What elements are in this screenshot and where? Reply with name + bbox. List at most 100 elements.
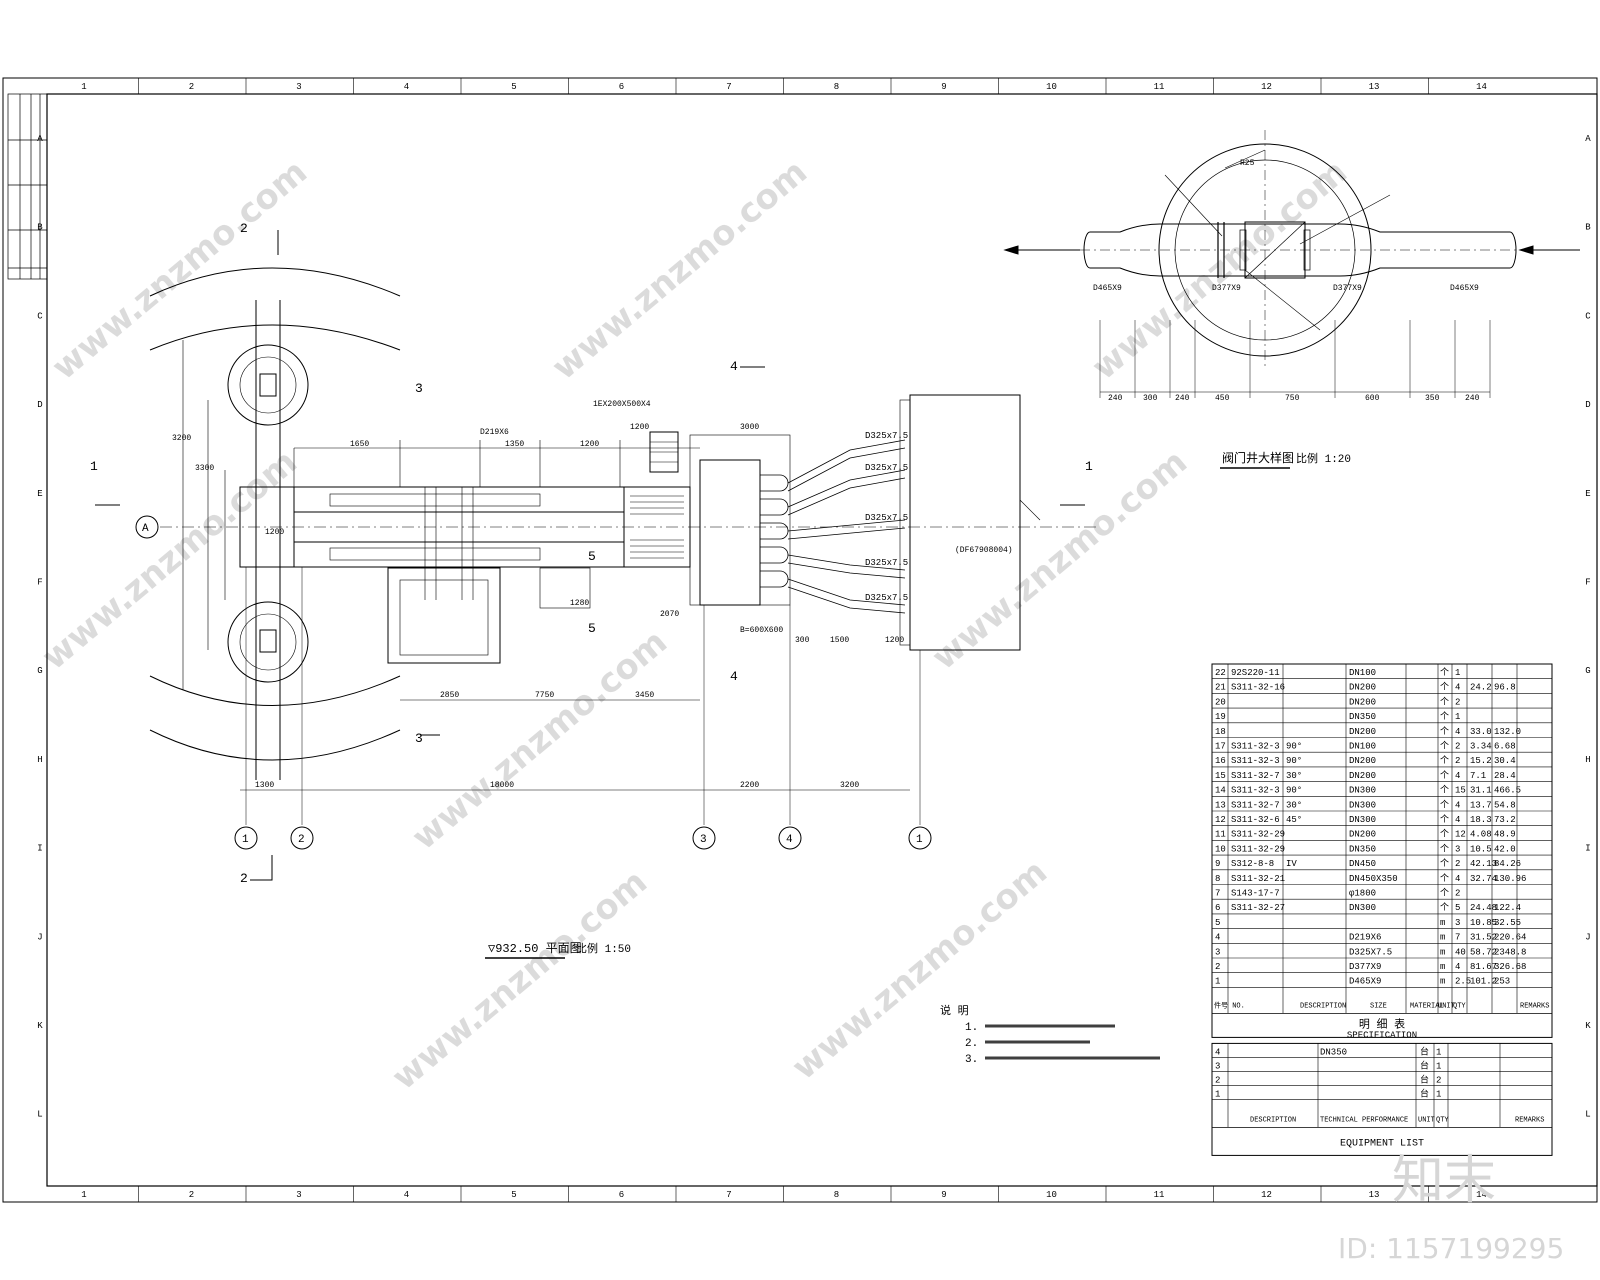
grid-row-label-left: D [37,400,42,410]
spec-cell: DN300 [1349,815,1376,825]
grid-col-label-bottom: 14 [1476,1190,1487,1200]
section-mark-3-top: 3 [415,381,423,396]
spec-cell: 40 [1455,947,1466,957]
spec-cell: DN450 [1349,859,1376,869]
section-mark-2-bottom: 2 [240,871,248,886]
grid-row-label-right: C [1585,311,1591,321]
spec-cell: 4 [1455,874,1460,884]
pipe-label-4: D325x7.5 [865,558,908,568]
spec-header-cell: MATERIAL [1410,1002,1444,1010]
spec-cell: 122.4 [1494,903,1521,913]
detail-pipe-label-3: D377X9 [1333,284,1362,293]
spec-cell: 101.2 [1470,977,1497,987]
grid-col-label-top: 6 [619,82,624,92]
spec-header-cell: SIZE [1370,1002,1387,1010]
spec-cell: 6 [1215,903,1220,913]
spec-cell: 220.64 [1494,933,1526,943]
spec-cell: 4 [1215,933,1220,943]
equip-cell: 台 [1420,1059,1429,1071]
spec-cell: D325X7.5 [1349,947,1392,957]
spec-cell: m [1440,933,1445,943]
spec-cell: 11 [1215,830,1226,840]
grid-col-label-top: 4 [404,82,409,92]
spec-cell: 48.9 [1494,830,1516,840]
spec-cell: 2 [1455,889,1460,899]
grid-row-label-right: B [1585,223,1591,233]
grid-row-label-left: F [37,578,42,588]
spec-cell: 132.0 [1494,727,1521,737]
spec-cell: 28.4 [1494,771,1516,781]
spec-cell: 54.8 [1494,800,1516,810]
spec-cell: S311-32-6 [1231,815,1280,825]
spec-cell: DN350 [1349,712,1376,722]
equip-header-cell: UNIT [1418,1116,1435,1124]
axis-a-label: A [142,523,149,535]
spec-cell: 2348.8 [1494,947,1526,957]
spec-cell: D465X9 [1349,977,1381,987]
section-mark-2-top: 2 [240,221,248,236]
spec-cell: 15 [1455,786,1466,796]
equip-header-cell: REMARKS [1515,1116,1544,1124]
grid-col-label-top: 3 [296,82,301,92]
dim-1200b: 1200 [630,423,649,432]
spec-cell: DN200 [1349,756,1376,766]
axis-label-3: 3 [700,834,707,846]
spec-cell: m [1440,947,1445,957]
grid-row-label-left: J [37,932,42,942]
equip-cell: 1 [1436,1089,1441,1099]
spec-cell: 3 [1215,947,1220,957]
equip-cell: 台 [1420,1073,1429,1085]
detail-pipe-label-2: D377X9 [1212,284,1241,293]
spec-cell: D377X9 [1349,962,1381,972]
spec-cell: 4 [1455,683,1460,693]
grid-col-label-top: 7 [726,82,731,92]
section-mark-5-top: 5 [588,549,596,564]
spec-cell: D219X6 [1349,933,1381,943]
grid-col-label-bottom: 1 [81,1190,86,1200]
spec-cell: 31.1 [1470,786,1492,796]
spec-cell: 18 [1215,727,1226,737]
dim-1280: 1280 [570,599,589,608]
revision-strip [7,93,48,280]
spec-cell: φ1800 [1349,889,1376,899]
grid-col-label-top: 8 [834,82,839,92]
spec-cell: 个 [1440,873,1449,884]
grid-col-label-top: 1 [81,82,86,92]
grid-row-label-right: K [1585,1021,1591,1031]
grid-row-label-left: I [37,844,42,854]
brand-logo: 知末 [1392,1151,1497,1211]
grid-row-label-right: A [1585,134,1591,144]
spec-cell: 17 [1215,742,1226,752]
section-mark-3-bottom: 3 [415,731,423,746]
section-mark-4-top: 4 [730,359,738,374]
spec-cell: 31.52 [1470,933,1497,943]
detail-dim-8: 240 [1465,394,1480,403]
grid-col-label-top: 10 [1046,82,1057,92]
grid-col-label-top: 13 [1369,82,1380,92]
spec-cell: 3 [1455,844,1460,854]
grid-col-label-bottom: 2 [189,1190,194,1200]
grid-row-label-right: H [1585,755,1590,765]
spec-cell: 90° [1286,756,1302,766]
grid-row-label-right: L [1585,1110,1590,1120]
spec-cell: 15 [1215,771,1226,781]
spec-table-border [1211,663,1553,1038]
spec-cell: 5 [1215,918,1220,928]
spec-cell: 30° [1286,771,1302,781]
spec-cell: 个 [1440,726,1449,737]
plan-title: ▽932.50 平面图 [488,942,582,956]
spec-cell: S311-32-7 [1231,771,1280,781]
spec-cell: 个 [1440,829,1449,840]
spec-cell: 466.5 [1494,786,1521,796]
grid-col-label-top: 2 [189,82,194,92]
grid-row-label-left: B [37,223,43,233]
plan-scale: 比例 1:50 [576,941,631,956]
grid-row-label-right: I [1585,844,1590,854]
detail-pipe-label-1: D465X9 [1093,284,1122,293]
spec-cell: m [1440,977,1445,987]
equip-header-cell: QTY [1436,1116,1449,1124]
spec-cell: 个 [1440,888,1449,899]
grid-col-label-bottom: 7 [726,1190,731,1200]
